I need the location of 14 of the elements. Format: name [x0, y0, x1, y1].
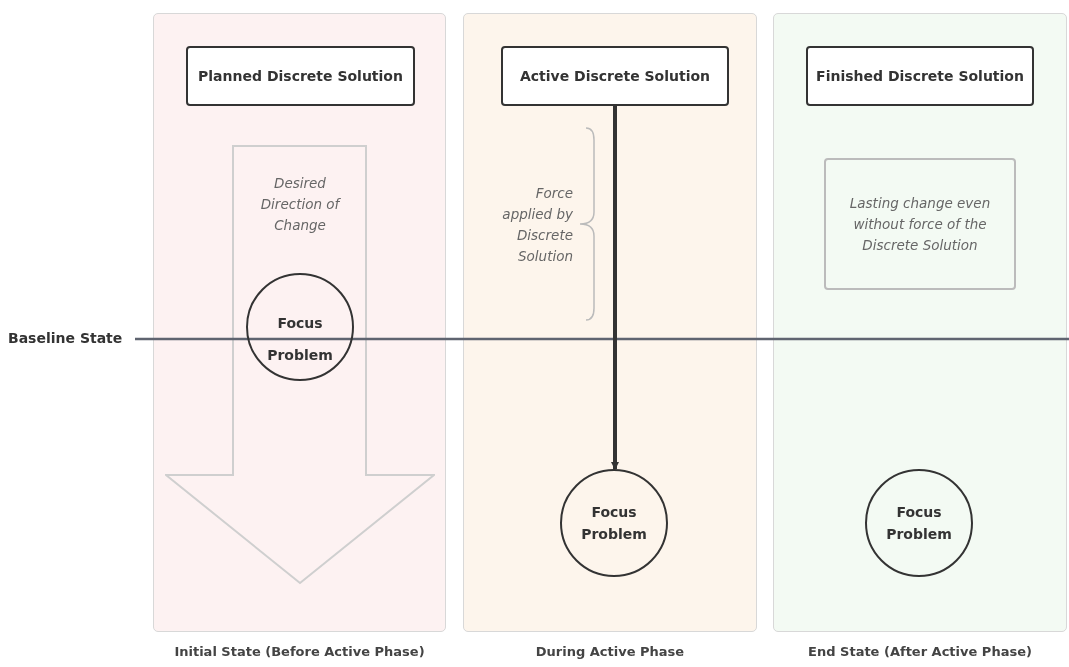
baseline-label: Baseline State — [8, 330, 124, 346]
panel-caption: During Active Phase — [534, 644, 686, 659]
bracket-label: Force applied by Discrete Solution — [501, 184, 573, 266]
solution-box: Planned Discrete Solution — [186, 46, 415, 106]
solution-box: Active Discrete Solution — [501, 46, 729, 106]
problem-circle: Focus Problem — [246, 273, 354, 381]
arrow-text: Desired Direction of Change — [259, 174, 342, 235]
arrow — [611, 106, 619, 470]
panel-caption: Initial State (Before Active Phase) — [173, 644, 426, 659]
panel-caption: End State (After Active Phase) — [807, 644, 1033, 659]
problem-circle: Focus Problem — [865, 469, 973, 577]
note-box: Lasting change even without force of the Discrete Solution — [824, 158, 1016, 290]
problem-circle: Focus Problem — [560, 469, 668, 577]
solution-box: Finished Discrete Solution — [806, 46, 1034, 106]
